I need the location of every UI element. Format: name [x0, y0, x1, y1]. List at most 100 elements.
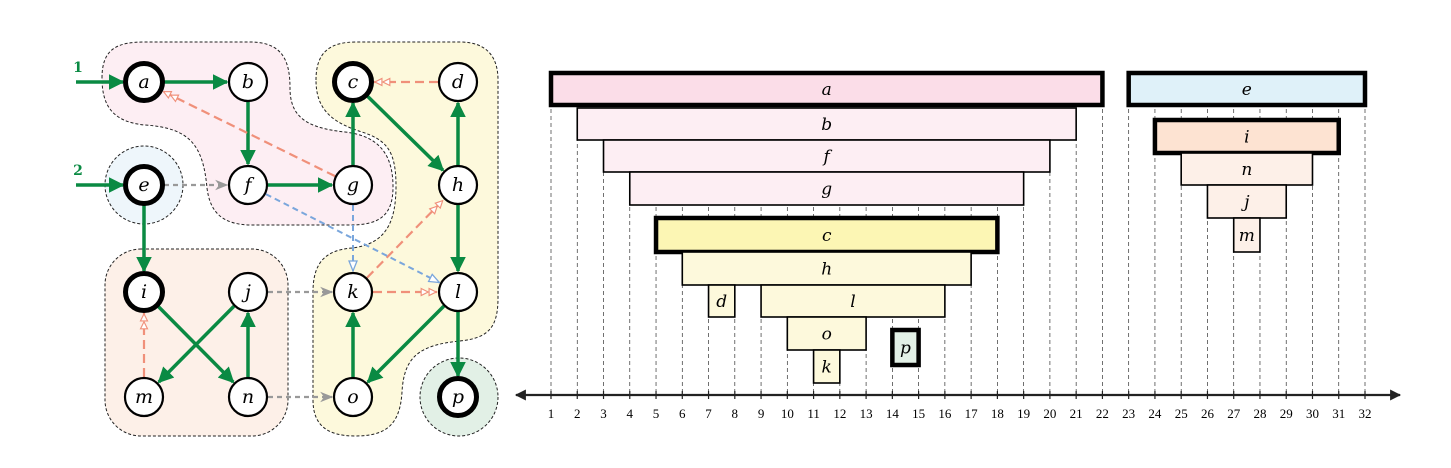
node-k: k — [332, 271, 374, 313]
edge-f-l-forward — [265, 193, 439, 284]
tick-label-12: 12 — [833, 406, 846, 421]
tick-label-13: 13 — [860, 406, 873, 421]
node-label: i — [141, 281, 147, 303]
tick-label-30: 30 — [1306, 406, 1319, 421]
tick-label-28: 28 — [1253, 406, 1266, 421]
interval-d: d — [707, 284, 736, 318]
tick-label-19: 19 — [1017, 406, 1030, 421]
interval-e: e — [1126, 70, 1368, 108]
start-label-2: 2 — [73, 163, 83, 179]
node-f: f — [227, 164, 269, 206]
start-label-1: 1 — [73, 60, 83, 76]
interval-label: e — [1242, 80, 1252, 100]
node-a: a — [123, 61, 165, 103]
edge-j-m-tree — [157, 304, 236, 384]
edge-l-o-tree — [366, 304, 446, 384]
node-label: d — [452, 71, 464, 93]
interval-bar — [628, 171, 1025, 206]
tick-label-27: 27 — [1227, 406, 1241, 421]
tick-label-9: 9 — [758, 406, 765, 421]
interval-bar — [602, 139, 1051, 173]
interval-bar — [760, 284, 946, 318]
tick-label-25: 25 — [1175, 406, 1188, 421]
node-j: j — [227, 271, 269, 313]
interval-l: l — [760, 284, 946, 318]
tick-label-17: 17 — [965, 406, 979, 421]
interval-label: b — [821, 115, 832, 135]
interval-label: n — [1241, 160, 1252, 180]
tick-label-8: 8 — [732, 406, 739, 421]
node-circle — [437, 376, 479, 418]
node-l: l — [437, 271, 479, 313]
tick-label-14: 14 — [886, 406, 900, 421]
node-circle — [437, 271, 479, 313]
interval-label: j — [1240, 193, 1250, 213]
node-m: m — [123, 376, 165, 418]
tick-label-15: 15 — [912, 406, 925, 421]
node-label: g — [347, 174, 359, 196]
component-regions — [101, 41, 499, 437]
interval-m: m — [1232, 217, 1261, 253]
node-label: e — [138, 174, 149, 196]
node-circle — [227, 271, 269, 313]
node-circle — [123, 164, 165, 206]
node-circle — [332, 164, 374, 206]
node-circle — [123, 61, 165, 103]
node-label: l — [455, 281, 461, 303]
interval-label: l — [850, 292, 855, 312]
node-circle — [332, 271, 374, 313]
tick-label-3: 3 — [600, 406, 607, 421]
node-label: m — [135, 386, 153, 408]
node-b: b — [227, 61, 269, 103]
interval-label: i — [1244, 128, 1249, 148]
tick-label-2: 2 — [574, 406, 581, 421]
tick-label-26: 26 — [1201, 406, 1215, 421]
tick-label-10: 10 — [781, 406, 794, 421]
node-h: h — [437, 164, 479, 206]
node-circle — [123, 271, 165, 313]
node-label: c — [348, 71, 359, 93]
tick-label-7: 7 — [705, 406, 712, 421]
node-label: h — [452, 174, 464, 196]
tick-label-1: 1 — [548, 406, 555, 421]
node-circle — [332, 376, 374, 418]
node-circle — [332, 61, 374, 103]
tick-label-23: 23 — [1122, 406, 1135, 421]
node-circle — [227, 164, 269, 206]
edge-c-h-tree — [366, 94, 445, 172]
interval-o: o — [786, 316, 867, 351]
interval-bar — [812, 349, 841, 384]
node-g: g — [332, 164, 374, 206]
node-circle — [123, 376, 165, 418]
interval-c: c — [653, 215, 1000, 255]
interval-label: f — [822, 147, 833, 167]
node-label: b — [242, 71, 254, 93]
tick-label-11: 11 — [807, 406, 820, 421]
interval-g: g — [628, 171, 1025, 206]
tick-label-6: 6 — [679, 406, 686, 421]
node-i: i — [123, 271, 165, 313]
node-circle — [227, 376, 269, 418]
node-label: k — [347, 281, 359, 303]
interval-j: j — [1206, 184, 1288, 219]
edge-k-h-back — [366, 199, 445, 279]
tick-label-24: 24 — [1148, 406, 1162, 421]
tick-label-5: 5 — [653, 406, 660, 421]
interval-k: k — [812, 349, 841, 384]
tick-label-4: 4 — [627, 406, 634, 421]
tick-label-31: 31 — [1332, 406, 1345, 421]
node-e: e — [123, 164, 165, 206]
tick-label-18: 18 — [991, 406, 1004, 421]
interval-bar — [707, 284, 736, 318]
interval-label: p — [900, 339, 911, 359]
node-label: a — [138, 71, 149, 93]
interval-label: k — [822, 358, 832, 378]
node-p: p — [437, 376, 479, 418]
node-label: j — [241, 281, 251, 303]
tick-label-16: 16 — [938, 406, 952, 421]
interval-a: a — [548, 70, 1105, 108]
node-circle — [227, 61, 269, 103]
